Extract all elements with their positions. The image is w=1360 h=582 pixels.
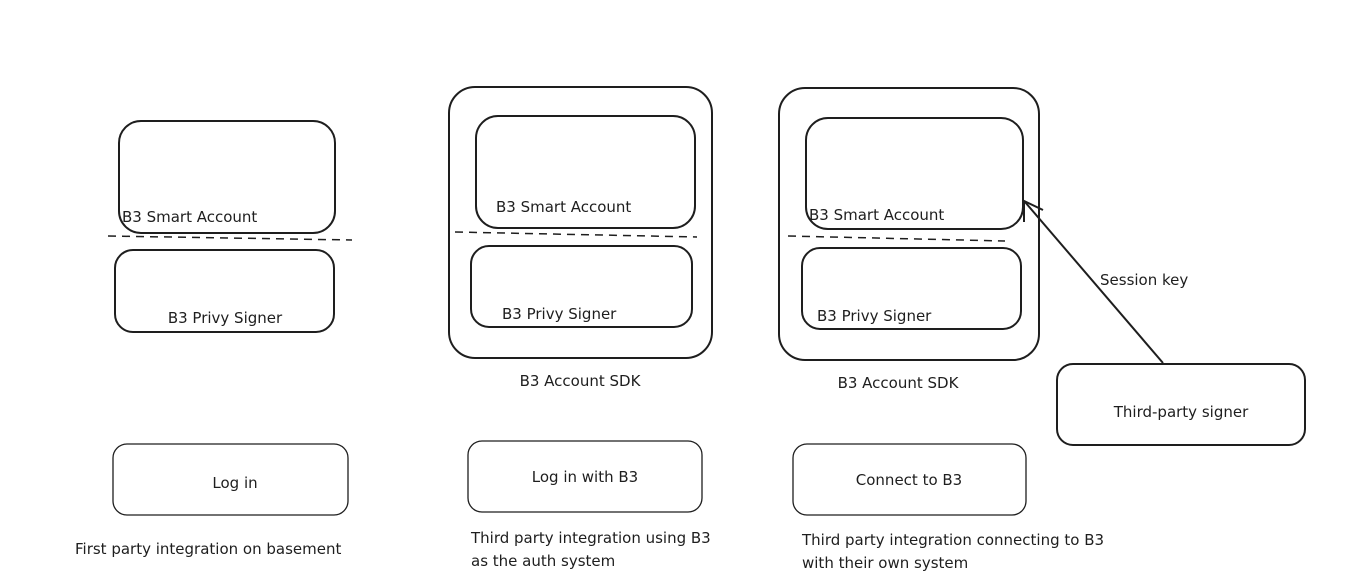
session-key-arrow xyxy=(1024,201,1164,364)
login-button-box-2 xyxy=(467,440,703,513)
privy-signer-box-1 xyxy=(114,249,335,333)
login-button-1[interactable]: Log in xyxy=(212,474,258,492)
sdk-box-3 xyxy=(778,87,1040,361)
privy-signer-box-2 xyxy=(470,245,693,328)
divider-dashed-1 xyxy=(107,235,353,241)
smart-account-label-3: B3 Smart Account xyxy=(809,206,945,224)
arrow-head-icon xyxy=(1023,199,1044,222)
third-party-signer-box xyxy=(1056,363,1306,446)
third-party-signer-label: Third-party signer xyxy=(1113,403,1249,421)
sdk-label-3: B3 Account SDK xyxy=(837,374,959,392)
login-button-box-3 xyxy=(792,443,1027,516)
caption-line: First party integration on basement xyxy=(75,540,342,558)
privy-signer-label-2: B3 Privy Signer xyxy=(502,305,617,323)
sdk-label-2: B3 Account SDK xyxy=(519,372,641,390)
caption-line: Third party integration using B3 xyxy=(471,529,711,547)
login-with-b3-button[interactable]: Log in with B3 xyxy=(531,468,639,486)
caption-3: Third party integration connecting to B3… xyxy=(802,529,1104,575)
smart-account-box-1 xyxy=(118,120,336,234)
login-button-box-1 xyxy=(112,443,349,516)
smart-account-label-1: B3 Smart Account xyxy=(122,208,258,226)
smart-account-box-3 xyxy=(805,117,1024,230)
smart-account-box-2 xyxy=(475,115,696,229)
caption-line: with their own system xyxy=(802,554,969,572)
privy-signer-label-3: B3 Privy Signer xyxy=(817,307,932,325)
privy-signer-label-1: B3 Privy Signer xyxy=(167,309,283,327)
privy-signer-box-3 xyxy=(801,247,1022,330)
caption-2: Third party integration using B3 as the … xyxy=(471,527,711,573)
caption-line: as the auth system xyxy=(471,552,616,570)
session-key-label: Session key xyxy=(1100,271,1189,289)
divider-dashed-2 xyxy=(454,231,698,238)
sdk-box-2 xyxy=(448,86,713,359)
caption-1: First party integration on basement xyxy=(75,538,341,561)
caption-line: Third party integration connecting to B3 xyxy=(802,531,1105,549)
connect-to-b3-button[interactable]: Connect to B3 xyxy=(855,471,963,489)
smart-account-label-2: B3 Smart Account xyxy=(496,198,632,216)
divider-dashed-3 xyxy=(787,235,1006,242)
